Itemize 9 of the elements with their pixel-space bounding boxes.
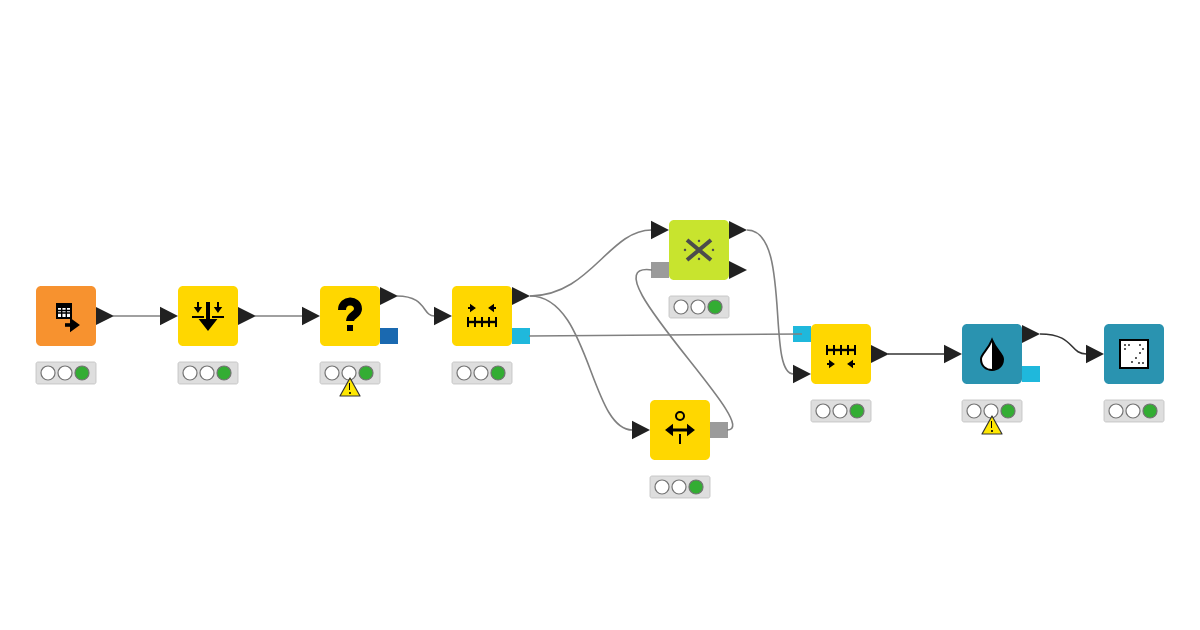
workflow-node [320,286,380,346]
connector [528,333,803,337]
workflow-node [811,324,871,384]
workflow-node [669,220,729,280]
workflow-node [452,286,512,346]
workflow-node [650,400,710,460]
workflow-node [178,286,238,346]
connector [635,269,734,431]
workflow-node [36,286,96,346]
